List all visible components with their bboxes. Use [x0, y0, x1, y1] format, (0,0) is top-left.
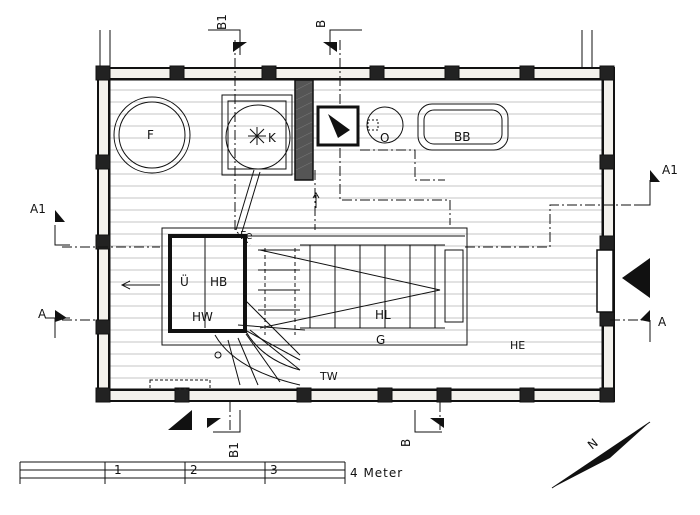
label-fe: Fe — [240, 229, 253, 242]
scale-tick-1: 1 — [114, 463, 122, 477]
section-a1-left-label: A1 — [30, 202, 46, 216]
side-door — [596, 249, 614, 313]
section-marker-a-right: A — [640, 310, 667, 342]
label-g: G — [376, 333, 385, 347]
north-arrow: N — [551, 421, 651, 489]
tank-f: F — [113, 96, 191, 174]
label-hl: HL — [375, 308, 391, 322]
winder-stair — [214, 299, 306, 386]
direction-arrow — [120, 280, 160, 290]
section-marker-a-left: A — [38, 307, 70, 338]
section-marker-b-bottom: B — [399, 410, 444, 447]
entrance-right — [622, 258, 650, 298]
section-a-left-label: A — [38, 307, 47, 321]
stair-enclosure — [161, 227, 468, 346]
label-o: O — [380, 131, 389, 145]
section-a-right-label: A — [658, 315, 667, 329]
section-marker-b1-top: B1 — [208, 14, 247, 55]
scale-tick-3: 3 — [270, 463, 278, 477]
section-a1-right-label: A1 — [662, 163, 678, 177]
entrance-markers — [168, 258, 650, 430]
label-k: K — [268, 131, 277, 145]
bench — [149, 379, 211, 390]
room-labels: Fe Ü HB HW HL G HE TW — [180, 229, 525, 383]
label-hb: HB — [210, 275, 227, 289]
section-b1-bottom-label: B1 — [227, 442, 241, 458]
timber-posts — [95, 65, 615, 403]
section-b-top-label: B — [314, 20, 328, 28]
label-he: HE — [510, 339, 525, 352]
label-f: F — [147, 128, 154, 142]
label-hw: HW — [192, 310, 213, 324]
section-marker-b-top: B — [314, 20, 362, 55]
neighbour-walls — [99, 30, 593, 75]
chimney — [294, 79, 314, 181]
section-marker-a1-left: A1 — [30, 202, 70, 246]
label-tw: TW — [319, 370, 338, 383]
section-b1-top-label: B1 — [215, 14, 229, 30]
section-marker-b1-bottom: B1 — [207, 410, 241, 458]
flue — [235, 169, 320, 233]
boiler-k: K — [221, 94, 293, 176]
north-letter: N — [585, 436, 601, 452]
label-bb: BB — [454, 130, 470, 144]
bathtub-bb: BB — [417, 103, 509, 151]
section-marker-a1-right: A1 — [635, 163, 678, 206]
hearth — [316, 105, 360, 147]
scale-bar: 1 2 3 4 Meter — [19, 461, 403, 484]
scale-tick-4: 4 Meter — [350, 466, 403, 480]
scale-tick-2: 2 — [190, 463, 198, 477]
stair-flight — [258, 244, 464, 335]
label-u: Ü — [180, 273, 189, 289]
section-b-bottom-label: B — [399, 439, 413, 447]
entrance-bottom — [168, 410, 192, 430]
vessel-o: O — [366, 106, 404, 145]
